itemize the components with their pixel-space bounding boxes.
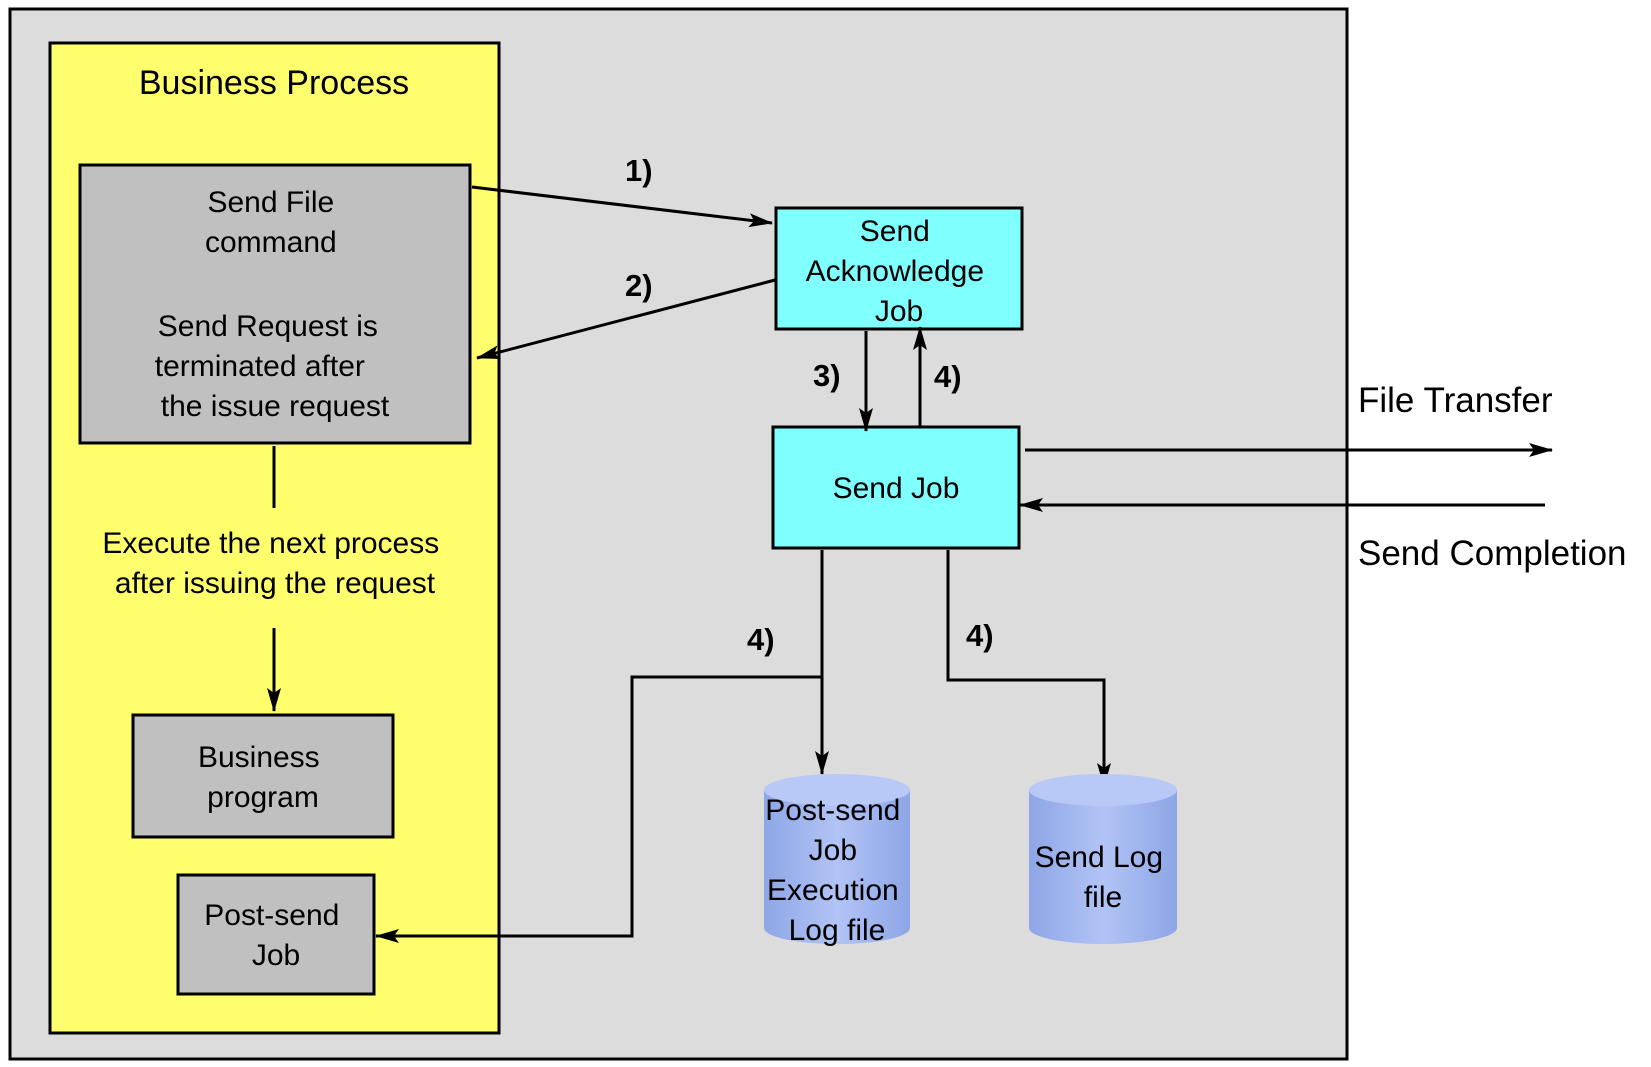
- step-1-label: 1): [625, 153, 653, 188]
- business-program-text: Business program: [198, 741, 328, 814]
- file-transfer-label: File Transfer: [1358, 381, 1553, 420]
- send-log-cylinder-icon: Send Log file: [1029, 774, 1177, 944]
- execute-next-text: Execute the next process after issuing t…: [102, 527, 447, 600]
- send-job-box: Send Job: [771, 425, 1021, 550]
- step-3-label: 3): [813, 358, 841, 393]
- business-process-title: Business Process: [139, 64, 409, 102]
- send-file-command-box: Send File command Send Request is termin…: [78, 163, 472, 445]
- post-send-log-cylinder-icon: Post-send Job Execution Log file: [764, 774, 910, 947]
- business-program-box: Business program: [131, 713, 395, 839]
- step-4-label-left: 4): [747, 622, 775, 657]
- step-2-label: 2): [625, 268, 653, 303]
- arrow-to-post-send-job: [375, 675, 822, 943]
- send-acknowledge-job-box: Send Acknowledge Job: [774, 206, 1024, 331]
- send-acknowledge-job-text: Send Acknowledge Job: [806, 215, 993, 328]
- post-send-job-box: Post-send Job: [176, 873, 376, 996]
- send-job-text: Send Job: [833, 472, 960, 505]
- step-4-label-upper: 4): [934, 359, 962, 394]
- arrow-step-1: [471, 185, 773, 228]
- send-log-text: Send Log file: [1035, 841, 1172, 914]
- arrow-to-send-log: [946, 550, 1111, 787]
- send-completion-label: Send Completion: [1358, 534, 1627, 573]
- send-file-command-text: Send File command Send Request is termin…: [155, 186, 390, 423]
- step-4-label-right: 4): [966, 618, 994, 653]
- post-send-log-text: Post-send Job Execution Log file: [765, 794, 908, 947]
- post-send-job-text: Post-send Job: [204, 899, 347, 972]
- arrow-step-2: [476, 278, 776, 360]
